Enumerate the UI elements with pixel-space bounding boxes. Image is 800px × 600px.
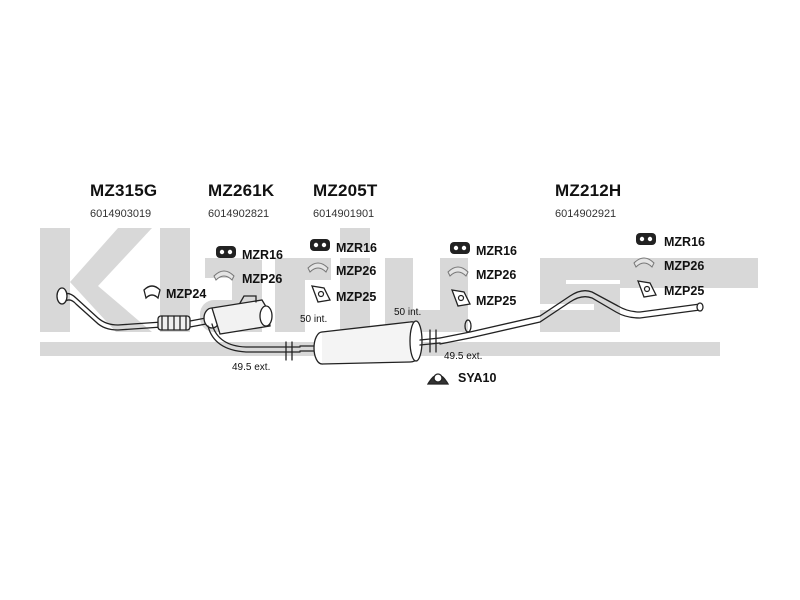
fitting-label-mzp24: MZP24 (166, 287, 207, 301)
part-number-catalyst: 6014902821 (208, 208, 270, 220)
fitting-label-g1-mzr16: MZR16 (242, 248, 283, 262)
dimension-ext-right: 49.5 ext. (444, 351, 483, 362)
fitting-label-g3-mzr16: MZR16 (476, 244, 517, 258)
fitting-label-g2-mzp25: MZP25 (336, 290, 377, 304)
mzp24-gasket-icon (143, 285, 161, 300)
part-code-center-silencer: MZ205T (313, 181, 378, 200)
part-number-rear-pipe: 6014902921 (555, 208, 617, 220)
rubber-mount-icon (310, 239, 330, 251)
rubber-mount-icon (636, 233, 656, 245)
rubber-mount-icon (450, 242, 470, 254)
fitting-label-g4-mzp26: MZP26 (664, 259, 705, 273)
gasket-icon (307, 262, 329, 273)
rear-pipe (439, 290, 704, 345)
catalyst-section (189, 295, 301, 361)
fitting-label-sya10: SYA10 (458, 371, 497, 385)
fitting-label-g4-mzr16: MZR16 (664, 235, 705, 249)
gasket-icon (633, 257, 655, 268)
fitting-label-g2-mzr16: MZR16 (336, 241, 377, 255)
fitting-label-g4-mzp25: MZP25 (664, 284, 705, 298)
fitting-label-g1-mzp26: MZP26 (242, 272, 283, 286)
front-pipe (56, 287, 191, 331)
fitting-label-g3-mzp25: MZP25 (476, 294, 517, 308)
bracket-icon (310, 285, 331, 303)
fitting-label-g3-mzp26: MZP26 (476, 268, 517, 282)
bracket-icon (450, 289, 471, 307)
part-code-rear-pipe: MZ212H (555, 181, 622, 200)
dimension-int-right: 50 int. (394, 307, 422, 318)
bracket-icon (636, 280, 657, 298)
fitting-label-g2-mzp26: MZP26 (336, 264, 377, 278)
dimension-ext-left: 49.5 ext. (232, 362, 271, 373)
part-code-front-pipe: MZ315G (90, 181, 158, 200)
center-silencer (299, 320, 441, 365)
rubber-mount-icon (216, 246, 236, 258)
dimension-int-left: 50 int. (300, 314, 328, 325)
part-number-center-silencer: 6014901901 (313, 208, 375, 220)
part-number-front-pipe: 6014903019 (90, 208, 152, 220)
sya10-clamp-icon (426, 373, 450, 385)
gasket-icon (447, 266, 469, 277)
gasket-icon (213, 270, 235, 281)
part-code-catalyst: MZ261K (208, 181, 275, 200)
